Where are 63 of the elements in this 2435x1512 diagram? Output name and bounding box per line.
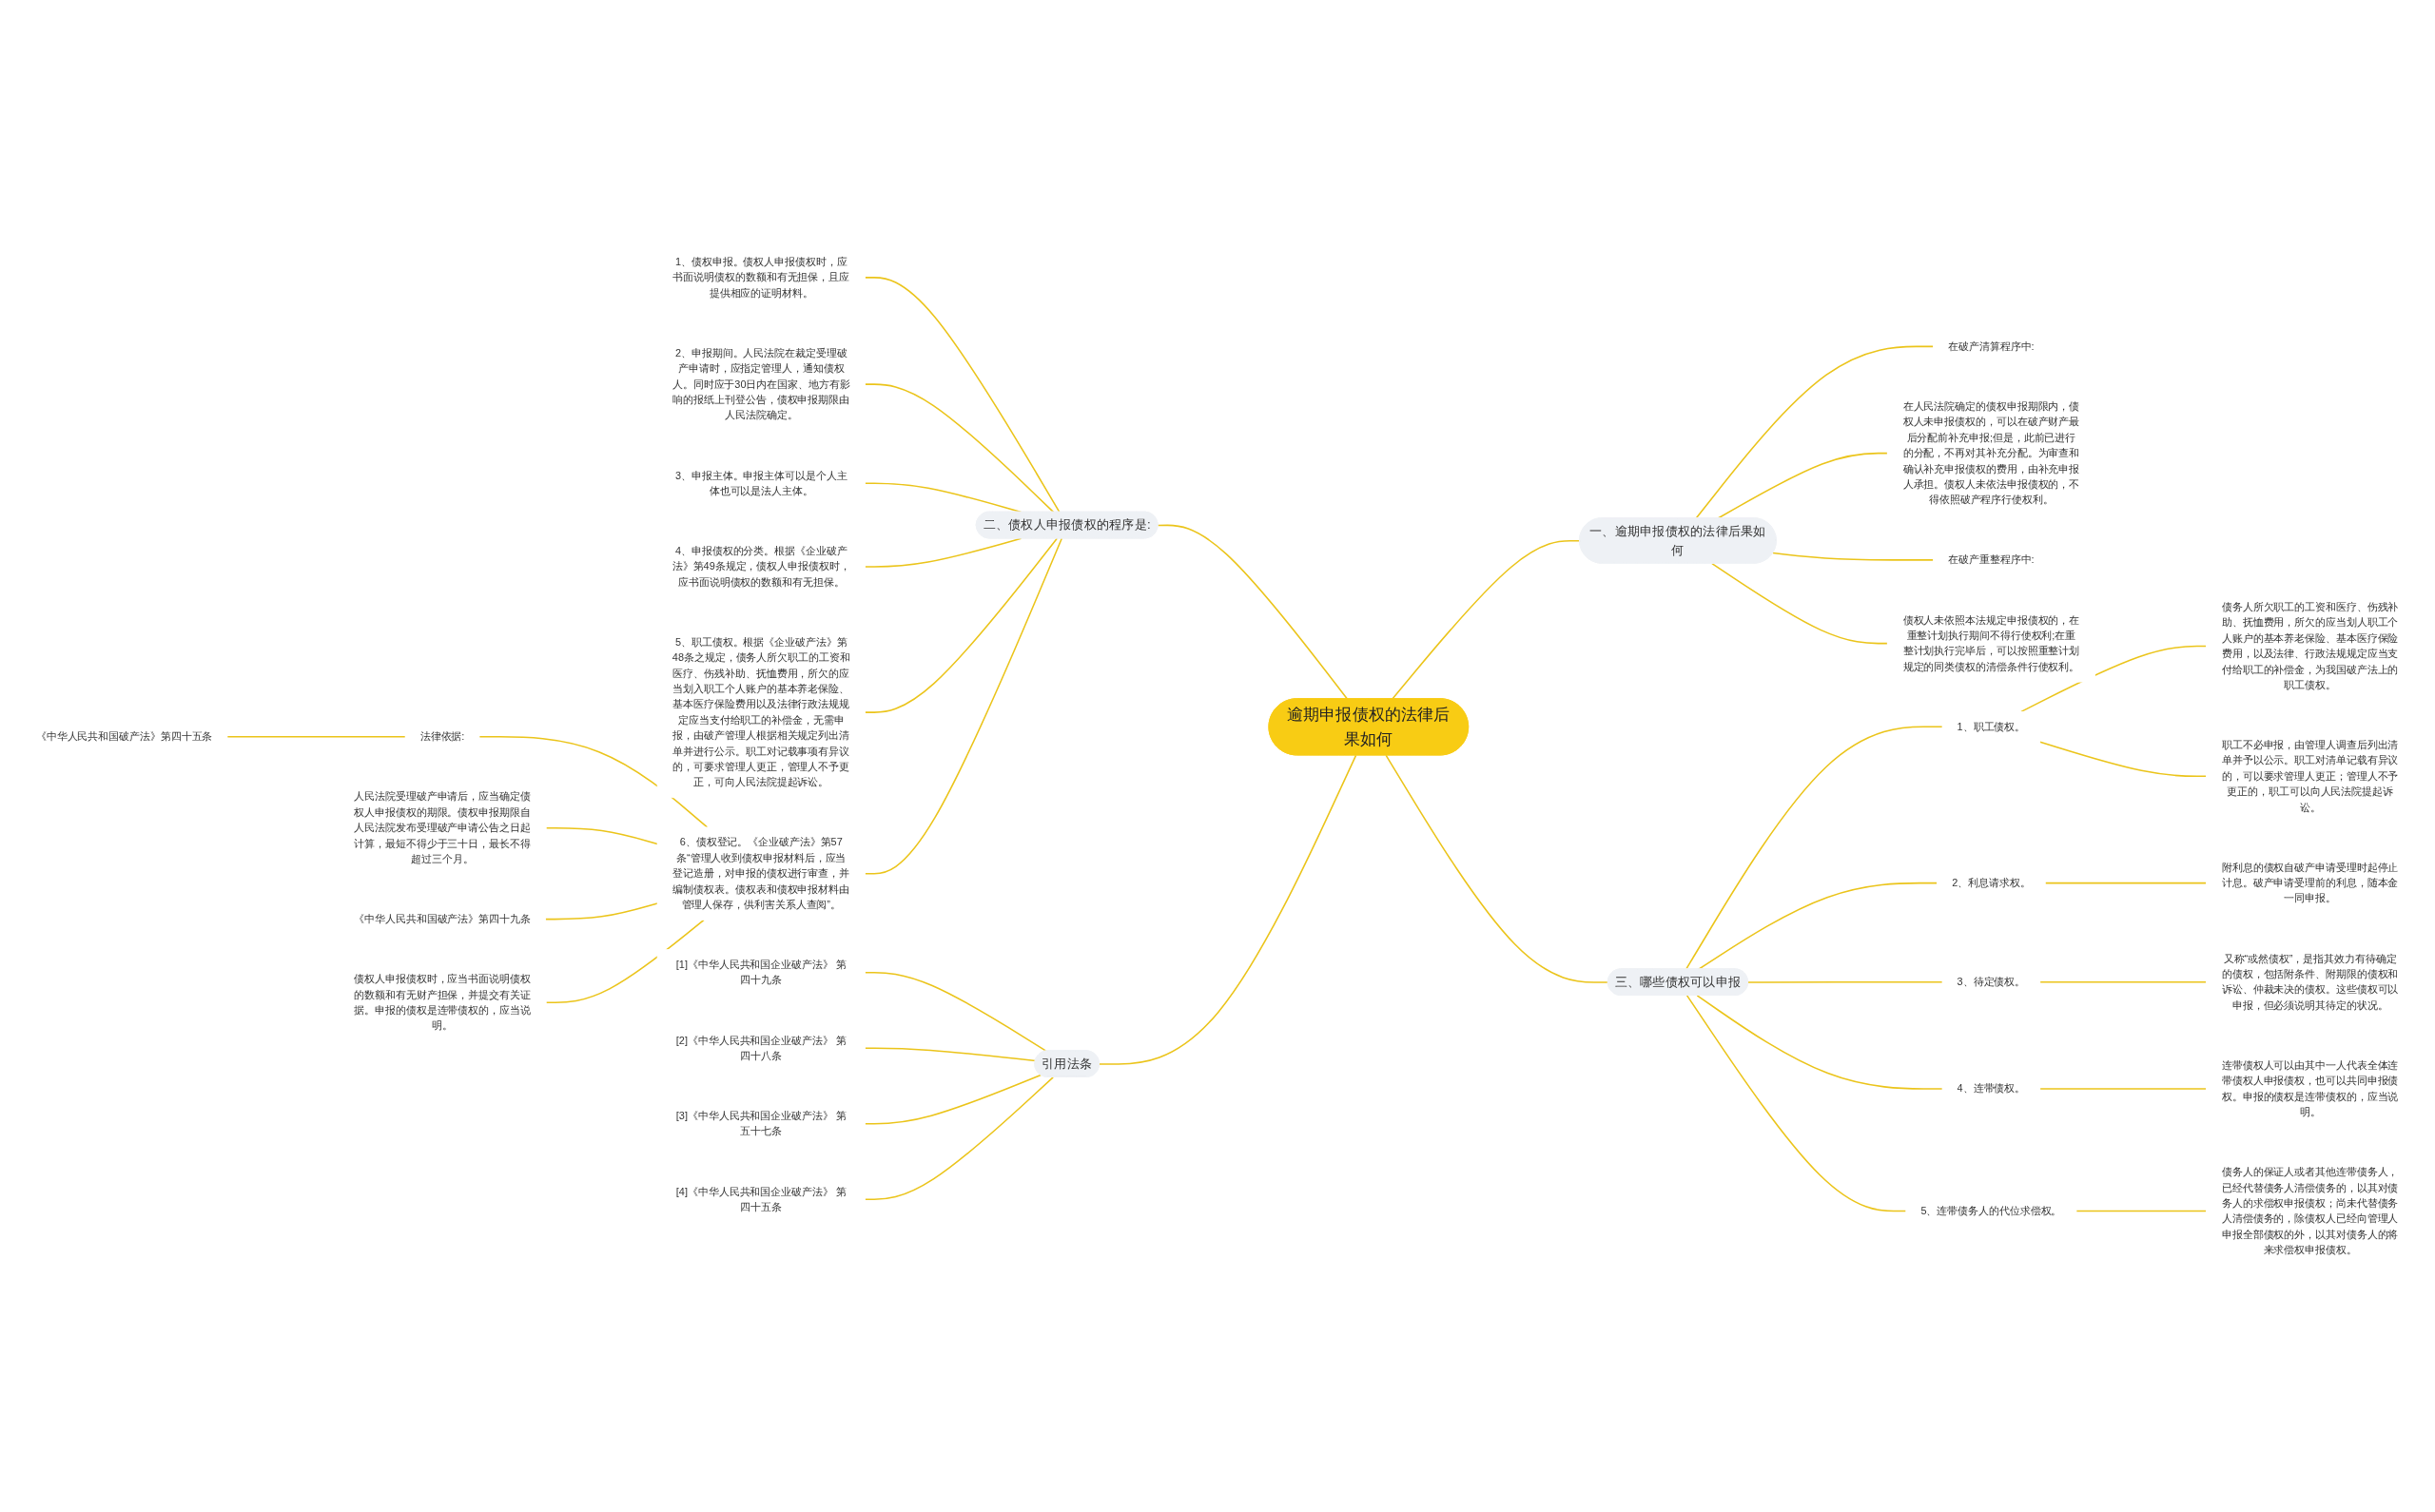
connector [2039,741,2208,778]
connector [864,537,1059,713]
connector [226,736,406,738]
connector [1685,726,1943,970]
node-text: 人民法院受理破产申请后，应当确定债权人申报债权的期限。债权申报期限自人民法院发布受理破产申请公告之日起计算，最短不得少于三十日，最长不得超过三个月。 [354,790,531,865]
node-text: 5、职工债权。根据《企业破产法》第48条之规定，债务人所欠职工的工资和医疗、伤残补助、抚恤费用，所欠的应当划入职工个人账户的基本养老保险、基本医疗保险费用以及法律行政法规规定应当支付给职工的补偿金，无需申报，由破产管理人根据相关规定列出清单并进行公示。职工对记载事项有异议的，可要求管理人更正，管理人不予更正，可向人民法院提起诉讼。 [672,635,850,788]
connector [1157,524,1349,700]
node-text: 附利息的债权自破产申请受理时起停止计息。破产申请受理前的利息，随本金一同申报。 [2221,861,2399,904]
node-text: 5、连带债务人的代位求偿权。 [1920,1204,2062,1217]
connector [864,1076,1054,1201]
node-text: 法律依据: [419,730,465,743]
connector [544,902,658,921]
connector [1385,754,1609,983]
node-text: [1]《中华人民共和国企业破产法》 第四十九条 [675,958,847,986]
connector [864,277,1061,514]
node-text: 债务人所欠职工的工资和医疗、伤残补助、抚恤费用，所欠的应当划人职工个人账户的基本养老保险、基本医疗保险费用，以及法律、行政法规规定应当支付给职工的补偿金，为我国破产法上的职工债权。 [2221,600,2399,691]
node-text: 在破产清算程序中: [1948,339,2035,353]
node-text: 在破产重整程序中: [1948,553,2035,566]
node-text: 《中华人民共和国破产法》第四十五条 [35,730,213,743]
connector [1772,552,1935,561]
connector [2020,645,2208,713]
node-text: 6、债权登记。《企业破产法》第57条“管理人收到债权申报材料后，应当登记造册，对申报的债权进行审查，并编制债权表。债权表和债权申报材料由管理人保存，供利害关系人查阅”。 [672,836,850,911]
node-text: [2]《中华人民共和国企业破产法》 第四十八条 [675,1034,847,1062]
connector [1685,995,1907,1212]
connector [2039,980,2208,983]
connector [545,919,705,1004]
node-text: 3、待定债权。 [1957,976,2026,988]
connector [864,537,1023,568]
connector [2075,1210,2208,1212]
connector [1392,540,1581,700]
connector [1747,980,1943,983]
connector [1711,562,1889,645]
node-text: 4、申报债权的分类。根据《企业破产法》第49条规定，债权人申报债权时，应书面说明债权的数额和有无担保。 [672,544,850,589]
connector [2044,882,2208,884]
connector [545,826,658,845]
node-text: 2、利息请求权。 [1952,876,2031,889]
connector [1099,754,1357,1065]
connector [1698,882,1938,970]
node-text: 债权人申报债权时，应当书面说明债权的数额和有无财产担保，并提交有关证据。申报的债权是连带债权的，应当说明。 [354,973,531,1032]
node-text: 又称“或然债权”，是指其效力有待确定的债权，包括附条件、附期限的债权和诉讼、仲裁未决的债权。这些债权可以申报，但必须说明其待定的状况。 [2221,952,2399,1012]
connector [478,736,709,828]
connector [2039,1088,2208,1090]
connector [864,537,1063,875]
node-text: 连带债权人可以由其中一人代表全体连带债权人申报债权，也可以共同申报债权。申报的债权是连带债权的，应当说明。 [2221,1058,2399,1118]
connector [864,1074,1042,1125]
node-text: 1、债权申报。债权人申报债权时，应书面说明债权的数额和有无担保，且应提供相应的证明材料。 [672,255,850,300]
node-text: 4、连带债权。 [1957,1082,2026,1095]
node-text: 3、申报主体。申报主体可以是个人主体也可以是法人主体。 [674,469,847,497]
connector [864,971,1047,1053]
connector [1695,345,1935,519]
node-text: [3]《中华人民共和国企业破产法》 第五十七条 [675,1109,847,1137]
connector [1717,452,1889,519]
connector [864,383,1055,514]
node-text: 《中华人民共和国破产法》第四十九条 [354,912,531,925]
node-text: 在人民法院确定的债权申报期限内，债权人未申报债权的，可以在破产财产最后分配前补充申报;但是，此前已进行的分配，不再对其补充分配。为审查和确认补充申报债权的费用，由补充申报人承担。债权人未依法申报债权的，不得依照破产程序行使权利。 [1902,399,2080,506]
node-text: 2、申报期间。人民法院在裁定受理破产申请时，应指定管理人，通知债权人。同时应于30日内在国家、地方有影响的报纸上刊登公告，债权申报期限由人民法院确定。 [672,346,850,421]
connector [1696,995,1943,1090]
node-text: [4]《中华人民共和国企业破产法》 第四十五条 [675,1185,847,1213]
node-text: 职工不必申报，由管理人调查后列出清单并予以公示。职工对清单记载有异议的，可以要求管理人更正；管理人不予更正的，职工可以向人民法院提起诉讼。 [2221,738,2399,813]
node-text: 债务人的保证人或者其他连带债务人，已经代替债务人清偿债务的，以其对债务人的求偿权申报债权；尚未代替债务人清偿债务的，除债权人已经向管理人申报全部债权的外，以其对债务人的将来求偿权申报债权。 [2221,1166,2399,1256]
node-text: 1、职工债权。 [1957,720,2026,733]
node-text: 债权人未依照本法规定申报债权的，在重整计划执行期间不得行使权利;在重整计划执行完毕后，可以按照重整计划规定的同类债权的清偿条件行使权利。 [1902,613,2080,672]
connector [864,1047,1037,1062]
